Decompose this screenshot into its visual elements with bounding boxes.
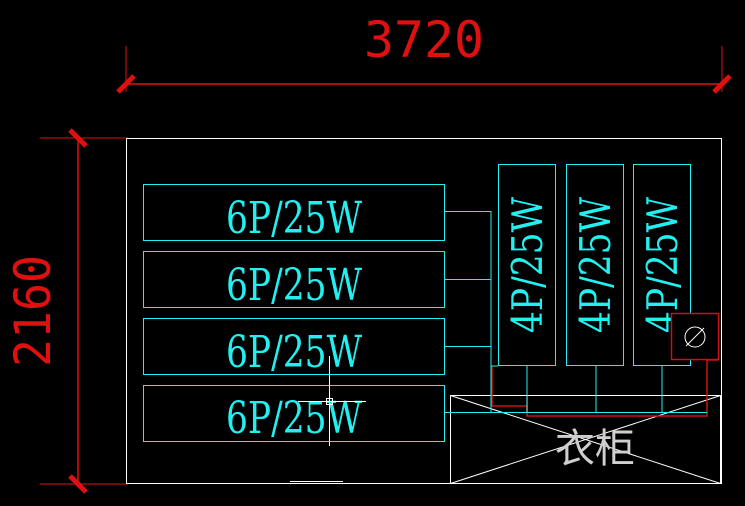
width-dimension-label: 3720 bbox=[364, 11, 484, 69]
horizontal-panel-1: 6P/25W bbox=[143, 184, 445, 244]
vertical-panel-label: 4P/25W bbox=[638, 196, 687, 333]
vertical-panel-label: 4P/25W bbox=[571, 196, 620, 333]
cad-crosshair-cursor bbox=[298, 356, 366, 446]
wardrobe: 衣柜 bbox=[450, 395, 721, 484]
horizontal-panel-label: 6P/25W bbox=[226, 193, 363, 244]
horizontal-panel-3: 6P/25W bbox=[143, 318, 445, 378]
height-dimension-label: 2160 bbox=[4, 255, 62, 367]
wardrobe-label: 衣柜 bbox=[555, 426, 635, 472]
horizontal-panel-label: 6P/25W bbox=[226, 327, 363, 378]
vertical-panel-label: 4P/25W bbox=[503, 196, 552, 333]
horizontal-panel-4: 6P/25W bbox=[143, 385, 445, 444]
room-outline bbox=[126, 138, 722, 484]
panel-connectors bbox=[445, 211, 707, 413]
horizontal-panel-label: 6P/25W bbox=[226, 393, 363, 444]
horizontal-panel-2: 6P/25W bbox=[143, 251, 445, 311]
vertical-panel-3: 4P/25W bbox=[633, 164, 691, 366]
vertical-panel-1: 4P/25W bbox=[498, 164, 556, 366]
horizontal-panel-label: 6P/25W bbox=[226, 260, 363, 311]
height-dimension: 2160 bbox=[4, 128, 128, 494]
vertical-panel-2: 4P/25W bbox=[566, 164, 624, 366]
power-socket-icon bbox=[670, 312, 720, 361]
width-dimension: 3720 bbox=[116, 11, 732, 94]
